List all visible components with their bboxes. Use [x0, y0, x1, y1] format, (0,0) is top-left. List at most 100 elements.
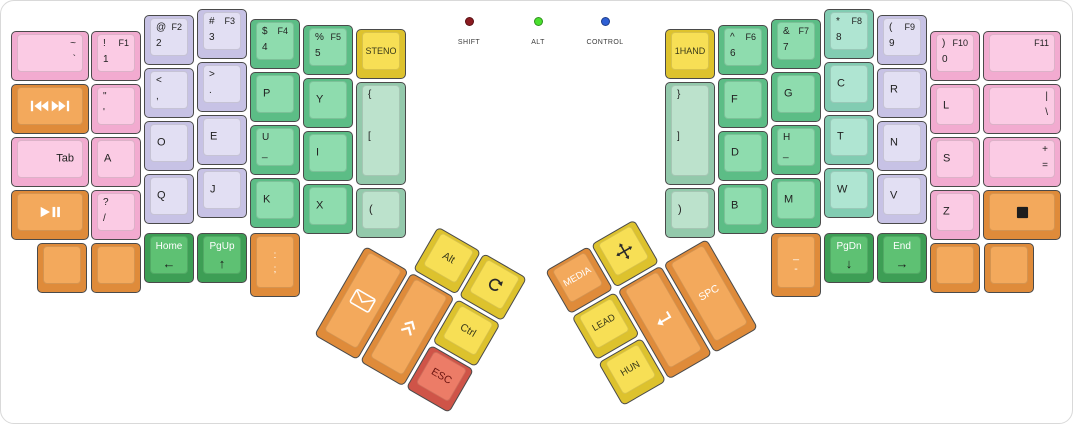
key-left-paren[interactable]: ( [356, 188, 406, 238]
key-end[interactable]: End→ [877, 233, 927, 283]
key-p[interactable]: P [250, 72, 300, 122]
key-blank-left-2[interactable] [91, 243, 141, 293]
key-blank-right-1[interactable] [930, 243, 980, 293]
key-mail-cap [323, 251, 403, 350]
key-pgup[interactable]: PgUp↑ [197, 233, 247, 283]
key-grave[interactable]: ~` [11, 31, 89, 81]
key-hun-cap: HUN [604, 343, 657, 396]
key-9-f9-label: F9 [904, 22, 915, 32]
control-indicator-dot [600, 17, 610, 26]
key-right-brace[interactable]: }] [665, 82, 715, 185]
key-b-label: B [731, 199, 739, 212]
key-tab[interactable]: Tab [11, 137, 89, 187]
key-e[interactable]: E [197, 115, 247, 165]
key-quote[interactable]: "' [91, 84, 141, 134]
key-move[interactable] [590, 219, 660, 288]
key-l[interactable]: L [930, 84, 980, 134]
key-period[interactable]: >. [197, 62, 247, 112]
key-4-f4-label: $ [262, 26, 268, 37]
key-5-f5-label: % [315, 32, 324, 43]
key-b[interactable]: B [718, 184, 768, 234]
key-c-label: C [837, 77, 845, 90]
key-right-paren-cap: ) [671, 191, 709, 229]
key-media-stop[interactable] [983, 190, 1061, 240]
key-d[interactable]: D [718, 131, 768, 181]
key-y[interactable]: Y [303, 78, 353, 128]
key-u-label: _ [262, 148, 268, 159]
key-enter[interactable] [617, 265, 713, 380]
key-x[interactable]: X [303, 184, 353, 234]
key-1hand-label: 1HAND [674, 45, 706, 56]
key-quote-cap: "' [97, 87, 135, 125]
key-left-brace[interactable]: {[ [356, 82, 406, 185]
key-r[interactable]: R [877, 68, 927, 118]
key-underscore-dash[interactable]: _- [771, 233, 821, 297]
key-mail[interactable] [314, 245, 409, 361]
key-collapse-cap [369, 277, 449, 376]
key-f11[interactable]: F11 [983, 31, 1061, 81]
key-o[interactable]: O [144, 121, 194, 171]
key-colon-semicolon-label: ; [273, 262, 277, 275]
key-c[interactable]: C [824, 62, 874, 112]
key-s[interactable]: S [930, 137, 980, 187]
key-j[interactable]: J [197, 168, 247, 218]
key-steno-cap: STENO [362, 32, 400, 70]
key-q[interactable]: Q [144, 174, 194, 224]
key-blank-right-2[interactable] [984, 243, 1034, 293]
key-m[interactable]: M [771, 178, 821, 228]
key-6-f6-label: 6 [730, 48, 736, 59]
key-1hand[interactable]: 1HAND [665, 29, 715, 79]
key-home-cap: Home← [150, 236, 188, 274]
key-u[interactable]: U_ [250, 125, 300, 175]
mail-icon [348, 287, 378, 315]
key-f[interactable]: F [718, 78, 768, 128]
key-7-f7-label: F7 [798, 26, 809, 36]
key-t[interactable]: T [824, 115, 874, 165]
key-comma[interactable]: <, [144, 68, 194, 118]
key-h[interactable]: H_ [771, 125, 821, 175]
key-slash[interactable]: ?/ [91, 190, 141, 240]
key-v[interactable]: V [877, 174, 927, 224]
key-a[interactable]: A [91, 137, 141, 187]
key-d-cap: D [724, 134, 762, 172]
key-z[interactable]: Z [930, 190, 980, 240]
key-pgdn[interactable]: PgDn↓ [824, 233, 874, 283]
key-steno[interactable]: STENO [356, 29, 406, 79]
key-1-f1-label: ! [103, 38, 106, 49]
key-right-paren[interactable]: ) [665, 188, 715, 238]
key-home[interactable]: Home← [144, 233, 194, 283]
key-colon-semicolon[interactable]: :; [250, 233, 300, 297]
key-play-pause[interactable] [11, 190, 89, 240]
key-collapse[interactable] [359, 272, 455, 387]
key-right-brace-label: ] [677, 131, 680, 142]
key-w[interactable]: W [824, 168, 874, 218]
key-equals[interactable]: += [983, 137, 1061, 187]
key-2-f2-label: @ [156, 22, 167, 33]
key-media-prev-next[interactable] [11, 84, 89, 134]
key-slash-cap: ?/ [97, 193, 135, 231]
key-n[interactable]: N [877, 121, 927, 171]
key-3-f3-label: 3 [209, 32, 215, 43]
key-blank-left-1[interactable] [37, 243, 87, 293]
key-i[interactable]: I [303, 131, 353, 181]
key-g[interactable]: G [771, 72, 821, 122]
key-8-f8-label: 8 [836, 32, 842, 43]
key-3-f3-label: # [209, 16, 215, 27]
key-backslash[interactable]: |\ [983, 84, 1061, 134]
key-underscore-dash-cap: _- [777, 236, 815, 288]
key-k[interactable]: K [250, 178, 300, 228]
key-redo[interactable] [458, 253, 528, 322]
